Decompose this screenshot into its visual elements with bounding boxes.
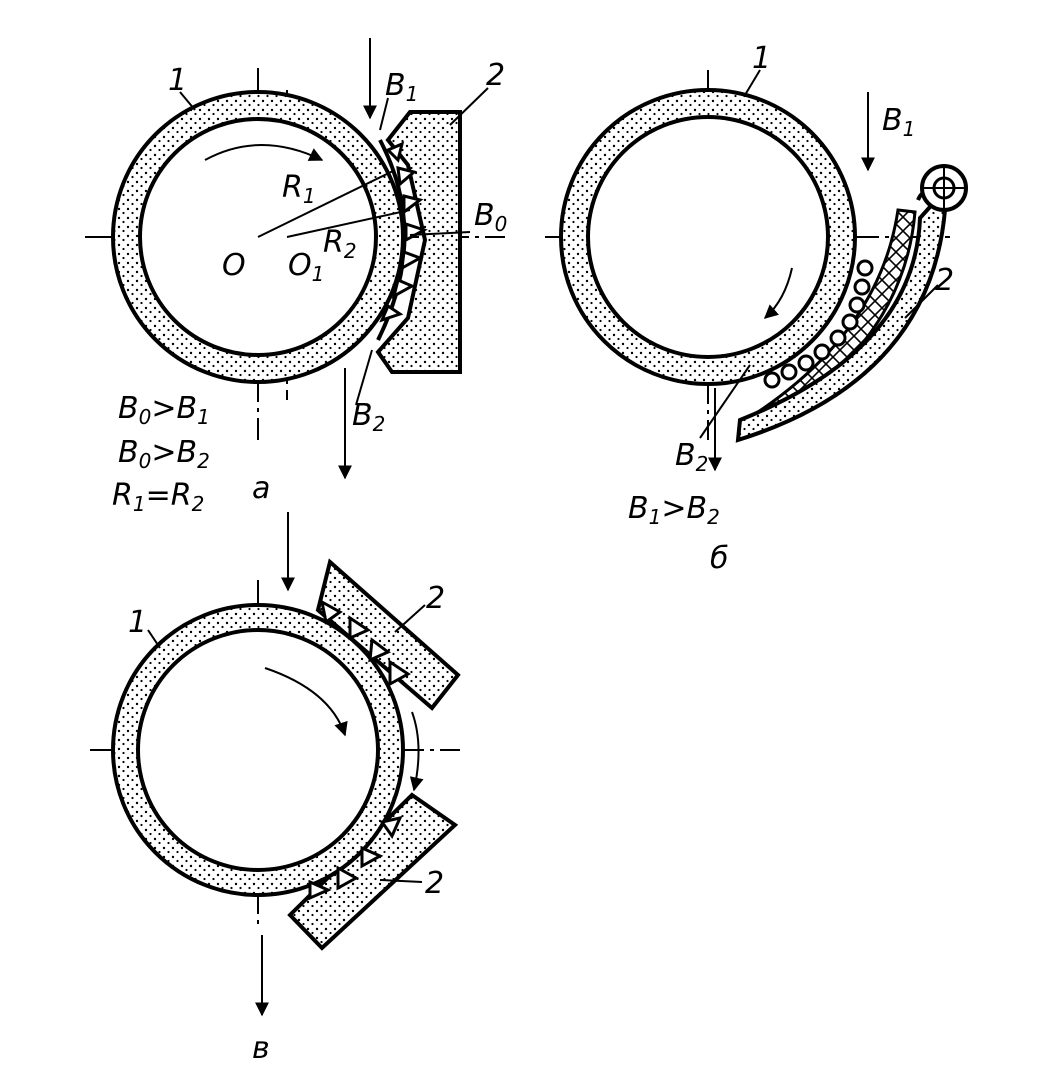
fig-b-b2-leader (699, 364, 751, 439)
fig-b-label-shoe: 2 (935, 263, 954, 298)
fig-a-label1-leader (179, 91, 196, 111)
fig-b-workpieces (763, 259, 874, 389)
fig-b-label2-leader (904, 284, 939, 319)
fig-b-label-v1: B1 (882, 103, 915, 141)
condition-line: B0>B2 (118, 435, 210, 473)
workpiece-mark (400, 249, 424, 271)
workpiece-ball (853, 278, 871, 296)
fig-b-caption: б (710, 541, 729, 576)
fig-b-shoe-plate (735, 194, 948, 443)
fig-v-label2-lower-leader (379, 879, 423, 883)
fig-a-label-r2: R2 (323, 225, 357, 263)
fig-b-wheel-bore (586, 115, 830, 359)
fig-v-wheel-bore (136, 628, 380, 872)
fig-v-lower-workpieces (308, 815, 403, 901)
figure-a: 1 2 B1 B0 B2 R1 R2 O O1 B0>B1 B0>B2 R1=R… (85, 38, 507, 516)
workpiece-ball (829, 329, 847, 347)
workpiece-ball (780, 363, 798, 381)
workpiece-mark (396, 166, 418, 187)
fig-v-upper-shoe (315, 558, 461, 711)
workpiece-ball (797, 354, 815, 372)
fig-a-workpieces (379, 141, 428, 323)
fig-v-label-wheel: 1 (128, 605, 147, 640)
workpiece-ball (848, 296, 866, 314)
condition-line: B0>B1 (118, 391, 210, 429)
workpiece-mark (391, 277, 416, 299)
fig-a-label-center-o1: O1 (288, 248, 324, 286)
workpiece-mark (319, 599, 343, 625)
fig-a-radius-r1 (257, 169, 396, 238)
figure-v: 1 2 2 в (90, 512, 461, 1066)
fig-a-label-v2: B2 (352, 398, 385, 436)
workpiece-mark (308, 879, 332, 901)
fig-v-label-shoe-lower: 2 (425, 866, 444, 901)
fig-a-label-r1: R1 (282, 170, 316, 208)
condition-line: R1=R2 (112, 478, 204, 516)
workpiece-ball (841, 313, 859, 331)
fig-a-label-v0: B0 (474, 198, 507, 236)
workpiece-mark (348, 615, 372, 641)
workpiece-mark (336, 865, 360, 891)
fig-v-rotation-arrow (264, 667, 348, 737)
fig-b-condition: B1>B2 (628, 491, 720, 529)
fig-a-label-wheel: 1 (168, 63, 187, 98)
fig-v-travel-arrow (409, 711, 424, 792)
fig-a-label-shoe: 2 (486, 58, 505, 93)
fig-v-label-shoe-upper: 2 (426, 581, 445, 616)
fig-a-caption: а (252, 471, 270, 506)
workpiece-mark (379, 303, 404, 323)
workpiece-mark (379, 815, 403, 840)
workpiece-mark (368, 637, 391, 663)
fig-a-label2-leader (449, 87, 489, 126)
fig-a-rotation-arrow (204, 144, 324, 161)
fig-a-label-center-o: O (222, 248, 246, 283)
workpiece-mark (388, 659, 411, 687)
fig-b-label-v2: B2 (675, 438, 708, 476)
workpiece-mark (360, 845, 384, 869)
fig-b-rotation-arrow (763, 267, 793, 319)
fig-v-label1-leader (147, 629, 161, 649)
fig-v-upper-workpieces (319, 599, 411, 687)
fig-a-conditions: B0>B1 B0>B2 R1=R2 (112, 391, 210, 516)
fig-a-label-v1: B1 (385, 68, 418, 106)
fig-a-b2-leader (355, 349, 373, 406)
workpiece-ball (813, 343, 831, 361)
workpiece-mark (385, 141, 405, 163)
fig-v-label2-upper-leader (394, 604, 426, 633)
workpiece-ball (856, 259, 874, 277)
fig-a-b1-leader (379, 97, 389, 131)
fig-a-radius-r2 (286, 209, 411, 238)
fig-b-label-wheel: 1 (752, 41, 771, 76)
figure-b: 1 2 B1 B2 B1>B2 б (545, 41, 968, 576)
workpiece-mark (402, 194, 424, 215)
fig-v-caption: в (252, 1031, 270, 1066)
fig-a-b0-leader (409, 231, 471, 236)
fig-b-label1-leader (744, 69, 761, 96)
workpiece-ball (763, 371, 781, 389)
